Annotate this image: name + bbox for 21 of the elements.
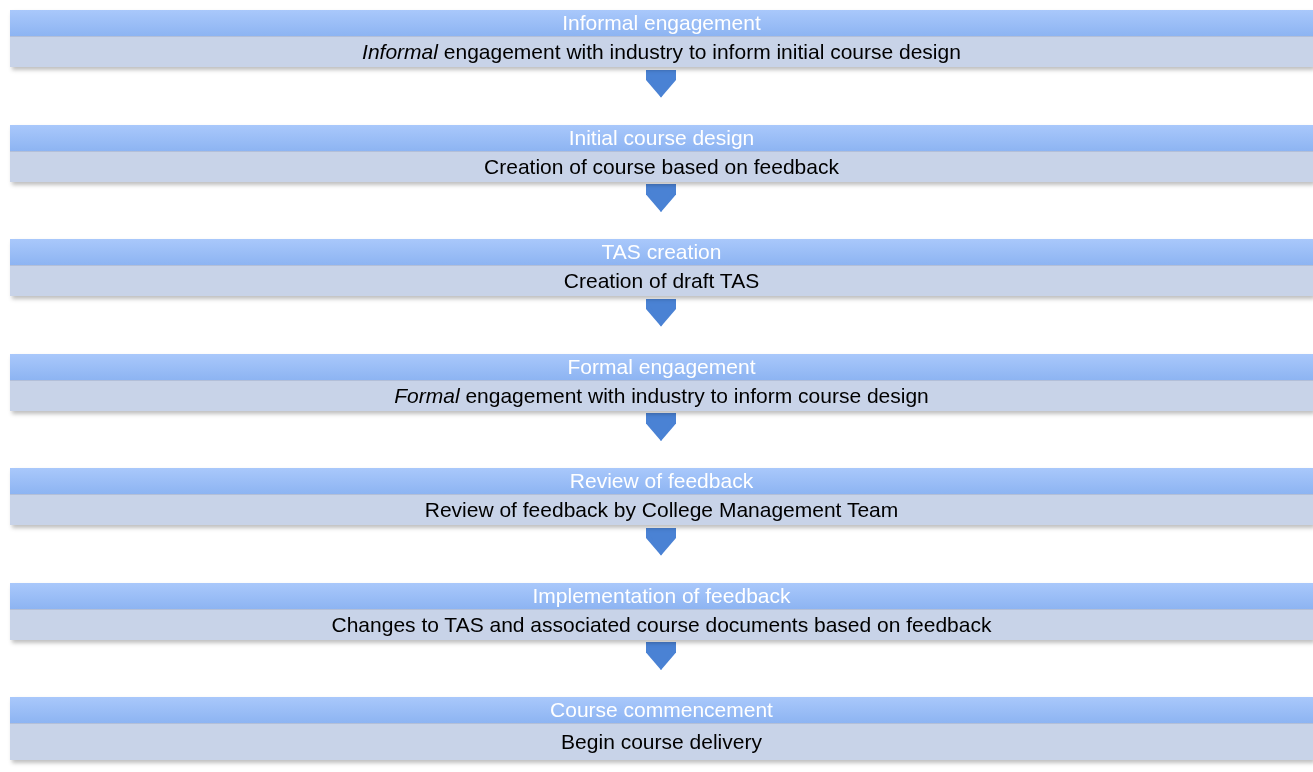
stage-description: Review of feedback by College Management Team [10, 494, 1313, 525]
stage-description: Creation of course based on feedback [10, 150, 1313, 182]
stage-description: Begin course delivery [10, 723, 1313, 760]
stage-heading: Review of feedback [10, 468, 1313, 494]
process-stage [10, 124, 1313, 182]
stage-description: Informal engagement with industry to inform initial course design [10, 36, 1313, 67]
process-stage [10, 353, 1313, 411]
stage-description: Creation of draft TAS [10, 265, 1313, 296]
stage-heading: Implementation of feedback [10, 582, 1313, 609]
process-stage [10, 10, 1313, 67]
stage-heading: Initial course design [10, 124, 1313, 151]
stage-heading: Formal engagement [10, 353, 1313, 380]
process-stage [10, 697, 1313, 760]
stage-heading: TAS creation [10, 239, 1313, 265]
process-stage [10, 582, 1313, 640]
process-stage [10, 468, 1313, 525]
process-stage [10, 239, 1313, 296]
stage-description: Formal engagement with industry to inform course design [10, 379, 1313, 411]
stage-description: Changes to TAS and associated course documents based on feedback [10, 608, 1313, 640]
stage-heading: Informal engagement [10, 10, 1313, 36]
stage-heading: Course commencement [10, 697, 1313, 723]
